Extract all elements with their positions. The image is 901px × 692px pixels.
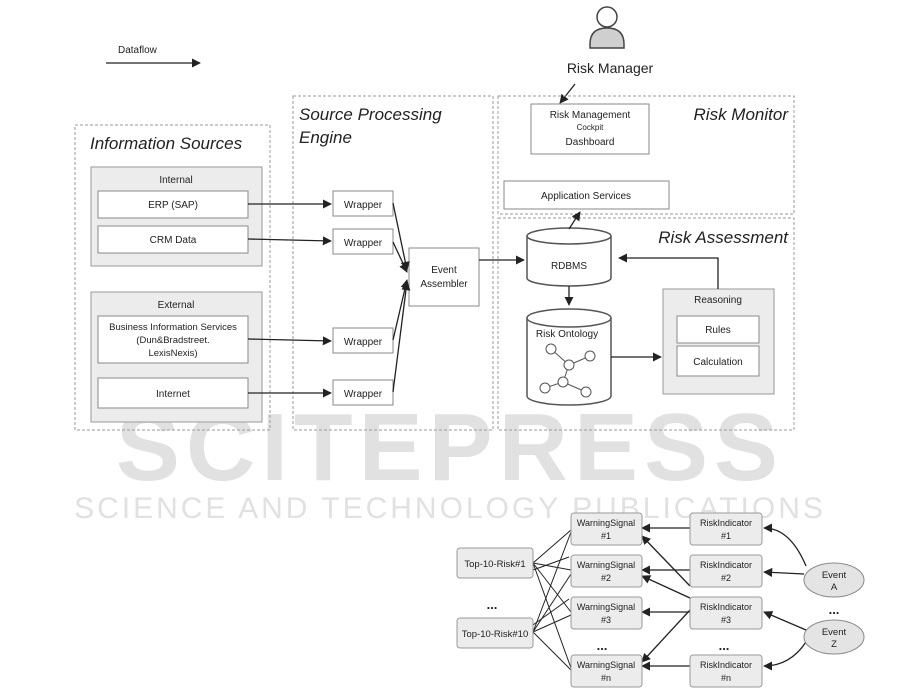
wrapper2-to-assembler-arrow: [392, 241, 408, 273]
risk-indicator-label: RiskIndicator: [700, 602, 752, 612]
crm-box: [97, 225, 249, 254]
wrapper-box-4: [332, 379, 394, 406]
risk-indicator-node: [689, 554, 763, 588]
event-assembler-label: Event: [431, 265, 457, 276]
warning-signal-label: WarningSignal: [577, 560, 635, 570]
risk-indicator-node: [689, 512, 763, 546]
event-assembler-label-2: Assembler: [420, 279, 468, 290]
user-icon: [589, 6, 625, 49]
cockpit-sub-label: Cockpit: [577, 123, 604, 132]
event-assembler-box: [408, 247, 480, 307]
warning-signal-node: [570, 596, 643, 630]
wrapper1-to-assembler-arrow: [392, 202, 410, 271]
wrapper-label-4: Wrapper: [344, 389, 383, 400]
internal-title: Internal: [159, 175, 192, 186]
top-risk-label: Top-10-Risk#1: [464, 559, 525, 570]
event-label: Event: [822, 570, 847, 581]
warning-signal-number: #n: [601, 673, 611, 683]
risk-monitor-region: [497, 95, 795, 215]
wrapper-label-2: Wrapper: [344, 238, 383, 249]
business-info-services-sub2: LexisNexis): [148, 348, 197, 359]
risk-indicator-number: #2: [721, 573, 731, 583]
risk-indicator-label: RiskIndicator: [700, 518, 752, 528]
event-ellipsis: ...: [829, 602, 840, 617]
risk-indicator-ellipsis: ...: [719, 638, 730, 653]
reasoning-title: Reasoning: [694, 295, 742, 306]
risk-monitor-title: Risk Monitor: [694, 105, 790, 124]
risk-manager-label: Risk Manager: [567, 60, 654, 76]
rules-box: [676, 315, 760, 344]
warning-signal-label: WarningSignal: [577, 518, 635, 528]
business-info-services-label: Business Information Services: [109, 322, 237, 333]
cockpit-label: Risk Management: [550, 110, 631, 121]
manager-to-cockpit-arrow: [559, 83, 576, 104]
calculation-label: Calculation: [693, 357, 742, 368]
risk-ontology-cylinder: [526, 308, 612, 406]
risk-indicator-node: [689, 596, 763, 630]
warning-signal-label: WarningSignal: [577, 602, 635, 612]
source-processing-title: Source Processing: [299, 105, 442, 124]
warning-signal-ellipsis: ...: [597, 638, 608, 653]
risk-indicator-node: [689, 654, 763, 688]
risk-indicator-number: #3: [721, 615, 731, 625]
internet-label: Internet: [156, 389, 190, 400]
bis-to-wrapper-arrow: [247, 336, 332, 346]
risk-indicator-label: RiskIndicator: [700, 560, 752, 570]
top-risk-node: [456, 617, 534, 649]
warning-signal-label: WarningSignal: [577, 660, 635, 670]
business-info-services-sub1: (Dun&Bradstreet.: [136, 335, 209, 346]
rdbms-cylinder: [526, 227, 612, 287]
event-node: [803, 619, 865, 655]
rules-label: Rules: [705, 325, 731, 336]
application-services-box: [503, 180, 670, 210]
external-title: External: [158, 300, 195, 311]
application-services-label: Application Services: [541, 191, 631, 202]
top-risk-node: [456, 547, 534, 579]
warning-signal-node: [570, 654, 643, 688]
erp-label: ERP (SAP): [148, 200, 198, 211]
risk-indicator-number: #1: [721, 531, 731, 541]
crm-to-wrapper-arrow: [247, 236, 332, 246]
warning-signal-number: #3: [601, 615, 611, 625]
top-risk-label: Top-10-Risk#10: [462, 629, 529, 640]
crm-label: CRM Data: [150, 235, 197, 246]
event-label: Event: [822, 627, 847, 638]
rdbms-label: RDBMS: [551, 261, 587, 272]
warning-signal-node: [570, 554, 643, 588]
business-info-services-box: [97, 315, 249, 364]
event-node: [803, 562, 865, 598]
rdbms-to-appservices-arrow: [568, 211, 581, 230]
legend-dataflow-label: Dataflow: [118, 45, 158, 56]
information-sources-region: [74, 124, 271, 431]
information-sources-title: Information Sources: [90, 134, 243, 153]
risk-ontology-label: Risk Ontology: [536, 329, 598, 340]
risk-tree: Top-10-Risk#1 Top-10-Risk#10 ... Warning…: [456, 512, 865, 688]
risk-assessment-title: Risk Assessment: [658, 228, 789, 247]
wrapper-box-2: [332, 228, 394, 255]
warning-signal-number: #1: [601, 531, 611, 541]
risk-indicator-label: RiskIndicator: [700, 660, 752, 670]
cockpit-box: [530, 103, 650, 155]
erp-box: [97, 190, 249, 219]
warning-signal-number: #2: [601, 573, 611, 583]
wrapper-box-3: [332, 327, 394, 354]
event-id: Z: [831, 639, 837, 650]
source-processing-region: [292, 95, 494, 431]
top-risk-ellipsis: ...: [487, 597, 498, 612]
risk-indicator-number: #n: [721, 673, 731, 683]
ontology-graph-icon: [539, 343, 596, 398]
wrapper-label-3: Wrapper: [344, 337, 383, 348]
cockpit-dashboard-label: Dashboard: [566, 137, 615, 148]
warning-signal-node: [570, 512, 643, 546]
wrapper3-to-assembler-arrow: [392, 279, 410, 341]
risk-assessment-region: [497, 217, 795, 431]
wrapper-label-1: Wrapper: [344, 200, 383, 211]
source-processing-title-2: Engine: [299, 128, 352, 147]
event-id: A: [831, 582, 838, 593]
wrapper4-to-assembler-arrow: [392, 281, 411, 393]
calculation-box: [676, 345, 760, 377]
reasoning-to-rdbms-arrow: [618, 253, 719, 289]
